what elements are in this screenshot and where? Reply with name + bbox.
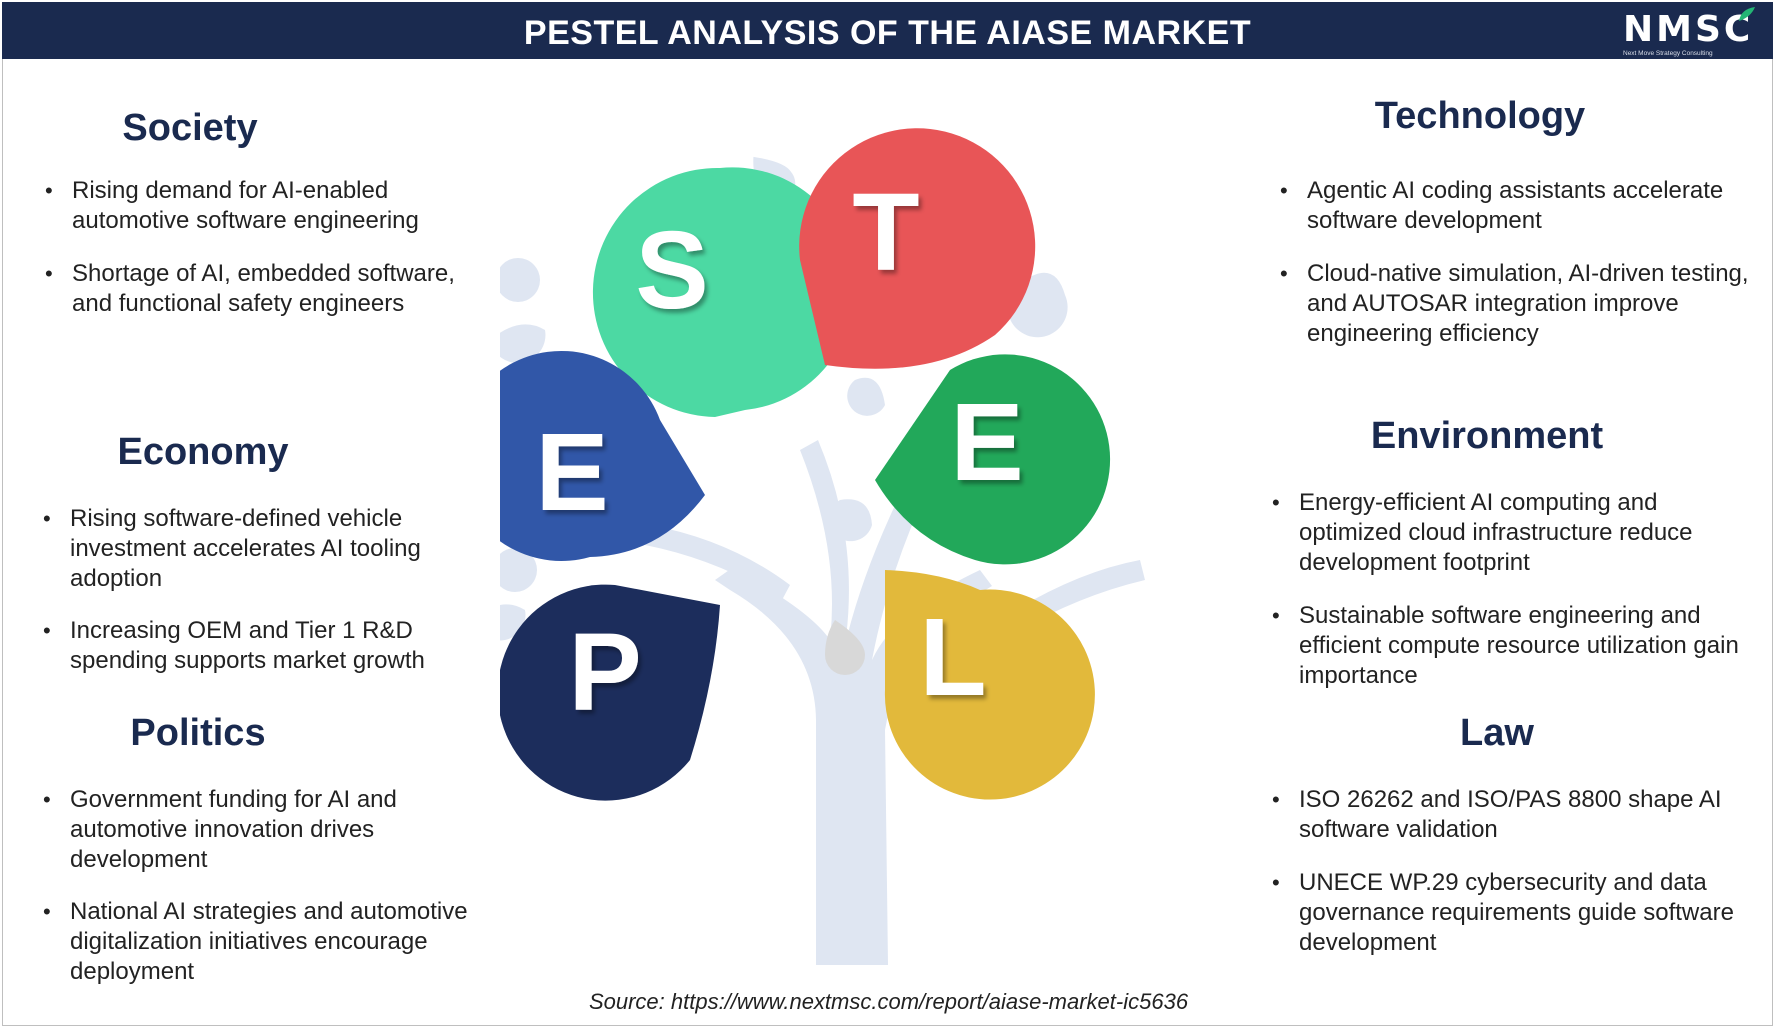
nmsc-logo: NMSC Next Move Strategy Consulting — [1623, 7, 1755, 57]
source-note: Source: https://www.nextmsc.com/report/a… — [588, 989, 1189, 1014]
decorative-drops — [500, 156, 1068, 641]
technology-list: Agentic AI coding assistants accelerate … — [1280, 176, 1760, 349]
list-item: UNECE WP.29 cybersecurity and data gover… — [1272, 868, 1772, 958]
list-item: ISO 26262 and ISO/PAS 8800 shape AI soft… — [1272, 785, 1772, 845]
society-section: Society Rising demand for AI-enabled aut… — [45, 107, 495, 319]
economy-section: Economy Rising software-defined vehicle … — [43, 431, 473, 676]
law-section: Law ISO 26262 and ISO/PAS 8800 shape AI … — [1272, 712, 1772, 958]
leaf-s — [592, 167, 855, 417]
logo-tagline: Next Move Strategy Consulting — [1623, 50, 1713, 57]
letter-t: T — [852, 171, 919, 294]
list-item: Rising software-defined vehicle investme… — [43, 504, 473, 594]
gray-drop — [825, 620, 865, 675]
letter-s: S — [635, 209, 708, 332]
list-item: Increasing OEM and Tier 1 R&D spending s… — [43, 616, 473, 676]
list-item: Agentic AI coding assistants accelerate … — [1280, 176, 1760, 236]
environment-list: Energy-efficient AI computing and optimi… — [1272, 488, 1742, 691]
law-list: ISO 26262 and ISO/PAS 8800 shape AI soft… — [1272, 785, 1772, 958]
environment-title: Environment — [1370, 415, 1604, 457]
list-item: Cloud-native simulation, AI-driven testi… — [1280, 259, 1760, 349]
environment-section: Environment Energy-efficient AI computin… — [1272, 415, 1742, 691]
list-item: National AI strategies and automotive di… — [43, 897, 503, 987]
page-title: PESTEL ANALYSIS OF THE AIASE MARKET — [523, 14, 1252, 52]
economy-list: Rising software-defined vehicle investme… — [43, 504, 473, 676]
leaf-p — [500, 584, 720, 801]
society-title: Society — [122, 107, 258, 149]
politics-section: Politics Government funding for AI and a… — [43, 712, 503, 987]
letter-e-left: E — [535, 411, 608, 534]
header-bar: PESTEL ANALYSIS OF THE AIASE MARKET NMSC… — [2, 2, 1773, 59]
leaf-e-right — [875, 354, 1111, 565]
society-list: Rising demand for AI-enabled automotive … — [45, 176, 495, 319]
list-item: Sustainable software engineering and eff… — [1272, 601, 1742, 691]
logo-text: NMSC — [1623, 9, 1754, 50]
leaf-e-left — [500, 351, 705, 561]
politics-title: Politics — [130, 712, 266, 754]
technology-section: Technology Agentic AI coding assistants … — [1280, 95, 1760, 349]
list-item: Government funding for AI and automotive… — [43, 785, 503, 875]
technology-title: Technology — [1374, 95, 1586, 137]
list-item: Rising demand for AI-enabled automotive … — [45, 176, 495, 236]
economy-title: Economy — [117, 431, 289, 473]
letter-l: L — [919, 596, 986, 719]
politics-list: Government funding for AI and automotive… — [43, 785, 503, 987]
law-title: Law — [1460, 712, 1534, 754]
leaf-l — [884, 570, 1095, 800]
letter-e-right: E — [950, 381, 1023, 504]
pestel-tree-diagram: S T E E P L — [500, 128, 1145, 965]
list-item: Energy-efficient AI computing and optimi… — [1272, 488, 1742, 578]
list-item: Shortage of AI, embedded software, and f… — [45, 259, 495, 319]
leaf-t — [799, 128, 1036, 369]
letter-p: P — [568, 611, 641, 734]
logo-leaf-icon — [1739, 7, 1755, 21]
